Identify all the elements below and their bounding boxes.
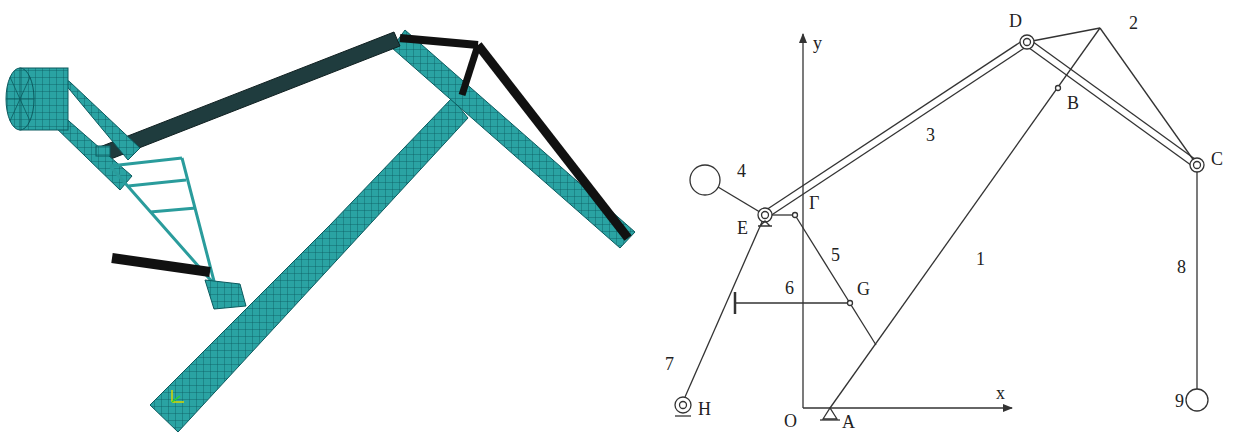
fe-model-part: [6, 68, 34, 130]
fe-model-part: [392, 30, 635, 248]
mechanism-scheme-part: [1056, 86, 1061, 91]
mechanism-scheme-part: [1196, 165, 1197, 389]
mechanism-scheme-part: [718, 187, 765, 215]
mechanism-scheme-part: [823, 408, 837, 419]
part-label: B: [1066, 94, 1080, 112]
part-label: E: [736, 219, 749, 237]
part-label: 3: [925, 126, 936, 144]
fe-model-part: [172, 396, 180, 402]
mechanism-scheme-part: [1025, 45, 1195, 168]
mechanism-scheme-part: [758, 221, 772, 226]
fe-model-part: [96, 146, 110, 156]
fe-model-part: [462, 45, 478, 95]
mechanism-scheme-part: [820, 419, 840, 420]
mechanism-scheme-part: [734, 292, 737, 314]
part-label: Г: [808, 194, 820, 212]
mechanism-scheme-part: [1186, 389, 1208, 411]
mechanism-scheme-part: [1027, 28, 1100, 42]
part-label: C: [1210, 150, 1224, 168]
part-label: 6: [784, 279, 795, 297]
mechanism-scheme-part: [763, 39, 1025, 212]
fe-model-part: [205, 280, 246, 309]
mechanism-scheme-part: [830, 28, 1100, 408]
part-label: 9: [1174, 392, 1185, 410]
mechanism-scheme-part: [1194, 162, 1201, 169]
mechanism-scheme: [675, 28, 1208, 420]
mechanism-scheme-part: [675, 397, 691, 413]
part-label: A: [841, 413, 856, 431]
mechanism-scheme-part: [1020, 35, 1034, 49]
part-label: 4: [736, 162, 747, 180]
fe-model-part: [478, 45, 628, 238]
part-label: D: [1008, 12, 1023, 30]
part-label: G: [856, 280, 871, 298]
mechanism-scheme-part: [1190, 158, 1204, 172]
part-label: 1: [975, 250, 986, 268]
mechanism-scheme-part: [1100, 28, 1197, 165]
fe-model-part: [110, 158, 215, 285]
mechanism-scheme-part: [675, 415, 691, 416]
mechanism-scheme-part: [1024, 39, 1031, 46]
mechanism-scheme-part: [848, 301, 853, 306]
mechanism-scheme-part: [758, 208, 772, 222]
part-label: 8: [1176, 258, 1187, 276]
mechanism-scheme-part: [685, 215, 765, 397]
fe-model-part: [6, 68, 34, 130]
mechanism-scheme-part: [793, 213, 798, 218]
part-label: 7: [664, 355, 675, 373]
fe-model-part: [172, 390, 184, 402]
mechanism-scheme-part: [803, 407, 1012, 408]
part-label: 5: [830, 246, 841, 264]
part-label: 2: [1128, 14, 1139, 32]
mechanism-scheme-part: [767, 45, 1029, 218]
mechanism-scheme-part: [735, 302, 850, 303]
fe-model-part: [112, 258, 210, 272]
part-label: O: [783, 412, 798, 430]
part-label: y: [812, 34, 823, 52]
mechanism-scheme-part: [690, 165, 720, 195]
fe-model-part: [92, 32, 400, 164]
fe-model: [6, 30, 635, 432]
fe-model-part: [400, 38, 478, 45]
part-label: H: [697, 400, 712, 418]
mechanism-scheme-part: [762, 212, 769, 219]
mechanism-scheme-part: [795, 215, 876, 345]
mechanism-scheme-part: [1029, 39, 1199, 162]
mechanism-scheme-part: [802, 34, 803, 408]
mechanism-scheme-part: [680, 402, 687, 409]
part-label: x: [995, 384, 1006, 402]
